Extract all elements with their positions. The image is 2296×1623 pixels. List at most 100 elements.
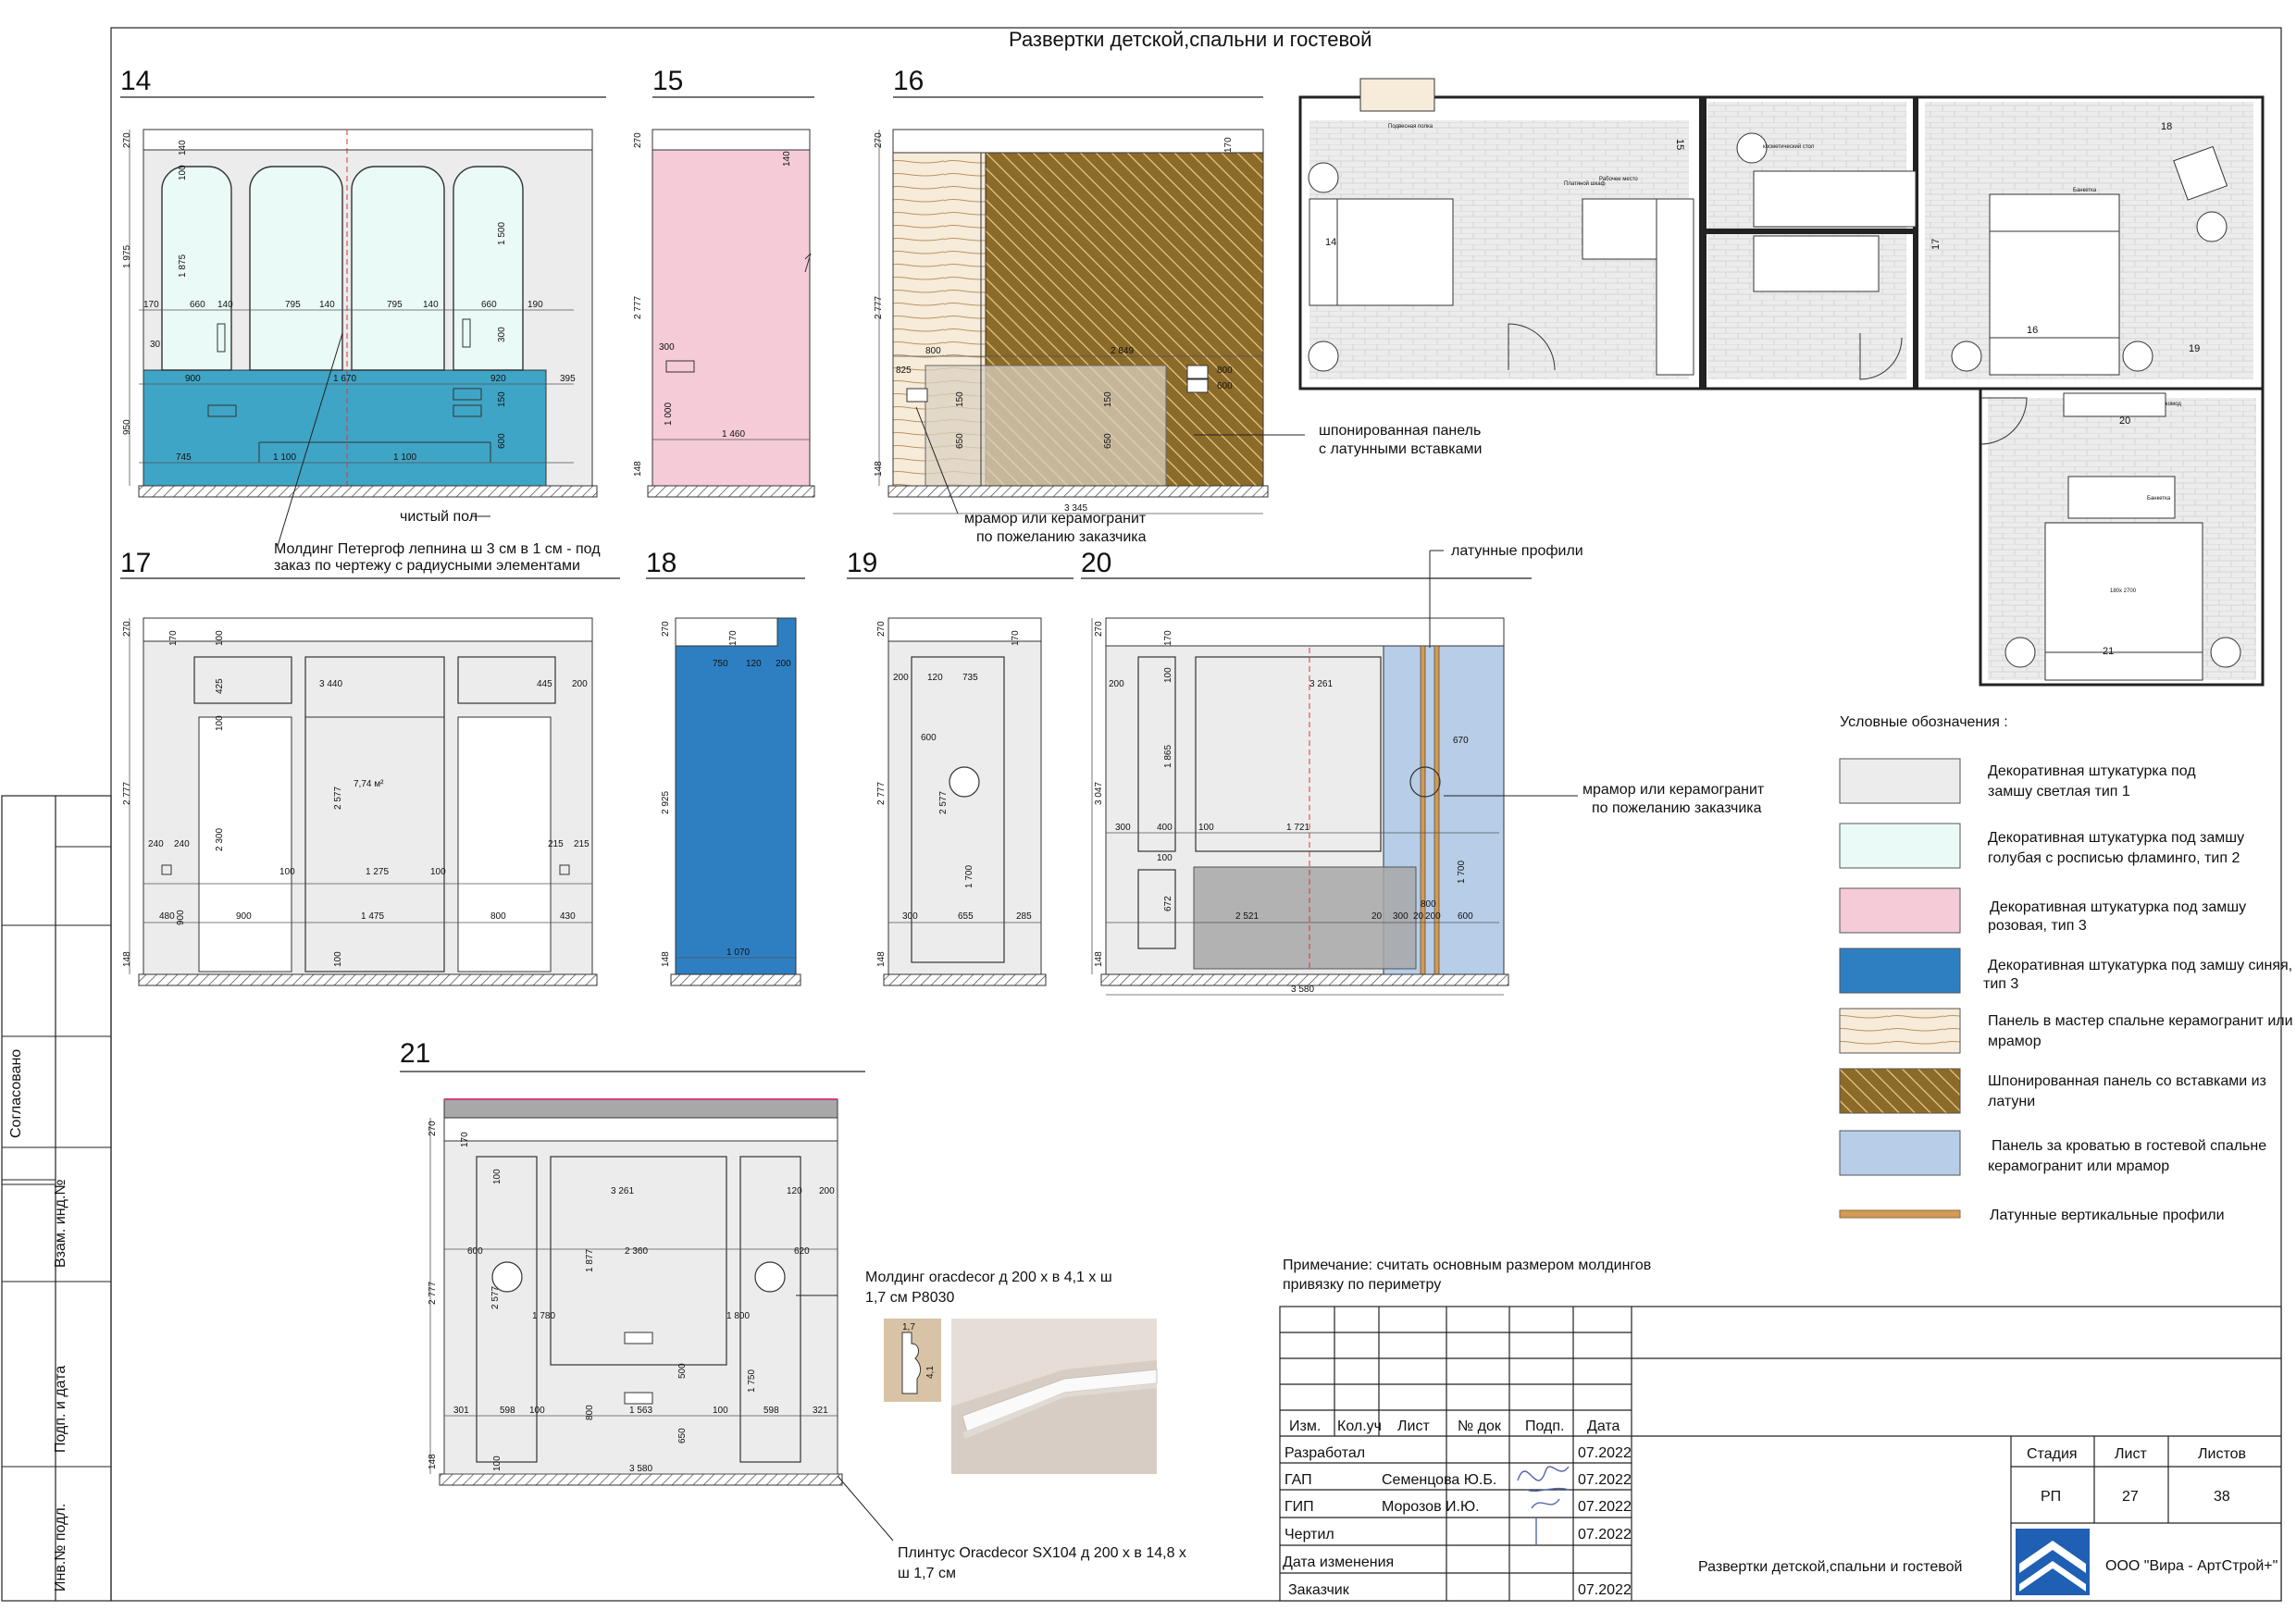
dim-label: 170 — [1011, 630, 1021, 646]
legend-label: латуни — [1988, 1094, 2035, 1109]
elevation-21: 21 270 170 100 3 261 120 200 600 62 — [400, 1038, 865, 1486]
dim-label: 200 — [1425, 911, 1441, 922]
dim-label: 950 — [122, 419, 132, 435]
dim-label: 650 — [677, 1428, 688, 1443]
legend-label: Панель за кроватью в гостевой спальне — [1992, 1138, 2266, 1154]
dimension-lines — [129, 130, 574, 486]
dim-label: 100 — [215, 715, 225, 731]
dim-label: 100 — [713, 1406, 728, 1416]
dim-label: 148 — [633, 461, 643, 477]
tb-date-customer: 07.2022 — [1578, 1582, 1632, 1598]
legend-swatch — [1839, 1068, 1961, 1114]
callout-marble-20-1: мрамор или керамогранит — [1582, 782, 1765, 798]
dim-label: 650 — [955, 433, 965, 449]
dim-label: 395 — [560, 374, 576, 384]
dim-label: 270 — [122, 132, 132, 148]
plan-note: Банкетка — [2147, 496, 2171, 502]
dim-label: 2 777 — [122, 782, 132, 805]
dim-label: 200 — [572, 679, 588, 689]
elevation-17: 17 270 170 100 425 3 440 445 200 2 777 1… — [120, 548, 620, 986]
dim-label: 750 — [713, 659, 728, 669]
callout-marble-20-2: по пожеланию заказчика — [1592, 800, 1762, 816]
dim-label: 270 — [1094, 621, 1104, 637]
dim-label: 120 — [787, 1186, 802, 1196]
dim-label: 100 — [492, 1456, 503, 1471]
stamp-agreed: Согласовано — [8, 1049, 24, 1138]
tb-drawing-name: Развертки детской,спальни и гостевой — [1698, 1559, 1962, 1575]
dim-label: 190 — [527, 300, 543, 310]
dim-label: 2 360 — [625, 1246, 648, 1257]
dim-label: 1 875 — [178, 254, 188, 278]
callouts-row-1: чистый пол Молдинг Петергоф лепнина ш 3 … — [274, 332, 1482, 574]
dim-label: 3 580 — [1291, 985, 1314, 995]
dim-label: 100 — [333, 951, 343, 967]
callout-veneer-1: шпонированная панель — [1319, 423, 1481, 439]
legend-label: Декоративная штукатурка под — [1988, 763, 2196, 779]
elevation-number: 18 — [646, 548, 676, 578]
dim-label: 140 — [423, 300, 439, 310]
dim-label: 148 — [661, 951, 671, 967]
dim-label: 170 — [728, 630, 738, 646]
dim-label: 1 275 — [366, 867, 389, 877]
legend-label: Шпонированная панель со вставками из — [1988, 1073, 2266, 1089]
legend-label: Декоративная штукатурка под замшу — [1988, 830, 2244, 846]
floor-plan: 14 15 16 17 18 19 20 21 Подвесная полка … — [1298, 78, 2265, 687]
legend-swatch — [1839, 823, 1961, 869]
dim-label: 800 — [490, 911, 506, 922]
dim-label: 300 — [659, 342, 675, 353]
molding-photo — [951, 1319, 1158, 1474]
signature-gip — [1531, 1498, 1560, 1545]
dim-label: 300 — [497, 327, 507, 342]
elevation-number: 19 — [847, 548, 877, 578]
dim-label: 3 580 — [629, 1464, 652, 1474]
tb-sheets: 38 — [2214, 1489, 2230, 1505]
plan-note: Рабочее место — [1599, 177, 1638, 182]
legend-item-guest: Панель за кроватью в гостевой спальне ке… — [1839, 1130, 2266, 1176]
dim-label: 240 — [148, 839, 164, 849]
dim-label: 672 — [1163, 896, 1173, 911]
dim-label: 100 — [529, 1406, 545, 1416]
dim-label: 2 521 — [1235, 911, 1259, 922]
callout-marble-16-2: по пожеланию заказчика — [976, 529, 1147, 545]
callout-molding-oracdecor-1: Молдинг oracdecor д 200 х в 4,1 х ш — [865, 1270, 1112, 1285]
legend-swatch — [1839, 887, 1961, 934]
dim-label: 300 — [902, 911, 918, 922]
plan-mark: 16 — [2027, 325, 2038, 336]
dim-label: 200 — [776, 659, 791, 669]
tb-header-sign: Подп. — [1525, 1419, 1565, 1434]
plan-mark: 15 — [1674, 139, 1685, 150]
dim-label: 140 — [319, 300, 335, 310]
dim-label: 800 — [925, 346, 941, 356]
tb-header-count: Кол.уч — [1337, 1419, 1382, 1434]
tb-company: ООО "Вира - АртСтрой+" — [2105, 1558, 2277, 1574]
legend-swatch — [1839, 1130, 1961, 1176]
title-block — [1279, 1306, 2282, 1602]
side-stamp: Согласовано Взам. инд.№ Подп. и дата Инв… — [1, 795, 112, 1602]
dim-label: 670 — [1453, 736, 1469, 746]
dim-label: 148 — [876, 951, 887, 967]
dim-label: 148 — [1094, 951, 1104, 967]
tb-role-developer: Разработал — [1285, 1445, 1365, 1461]
dim-label: 800 — [585, 1405, 595, 1420]
plan-mark: 19 — [2189, 343, 2200, 354]
dim-label: 425 — [215, 678, 225, 694]
dim-label: 270 — [633, 132, 643, 148]
dim-label: 920 — [490, 374, 506, 384]
dim-label: 660 — [190, 300, 205, 310]
dim-label: 200 — [893, 673, 909, 683]
dim-label: 100 — [1157, 853, 1173, 863]
dim-label: 500 — [677, 1363, 688, 1379]
plan-note: Подвесная полка — [1388, 124, 1433, 130]
dim-label: 140 — [217, 300, 233, 310]
company-logo — [2016, 1529, 2090, 1595]
dim-label: 1 500 — [497, 222, 507, 245]
dim-label: 150 — [1103, 391, 1113, 407]
dim-label: 3 261 — [611, 1186, 634, 1196]
legend-label: замшу светлая тип 1 — [1988, 784, 2130, 799]
dim-label: 1 700 — [1457, 861, 1467, 884]
callout-plinth-1: Плинтус Oracdecor SX104 д 200 х в 14,8 х — [898, 1545, 1186, 1561]
legend-label: Латунные вертикальные профили — [1990, 1208, 2225, 1223]
legend-label: Декоративная штукатурка под замшу синяя, — [1988, 958, 2292, 973]
tb-name-gip: Морозов И.Ю. — [1382, 1499, 1480, 1515]
